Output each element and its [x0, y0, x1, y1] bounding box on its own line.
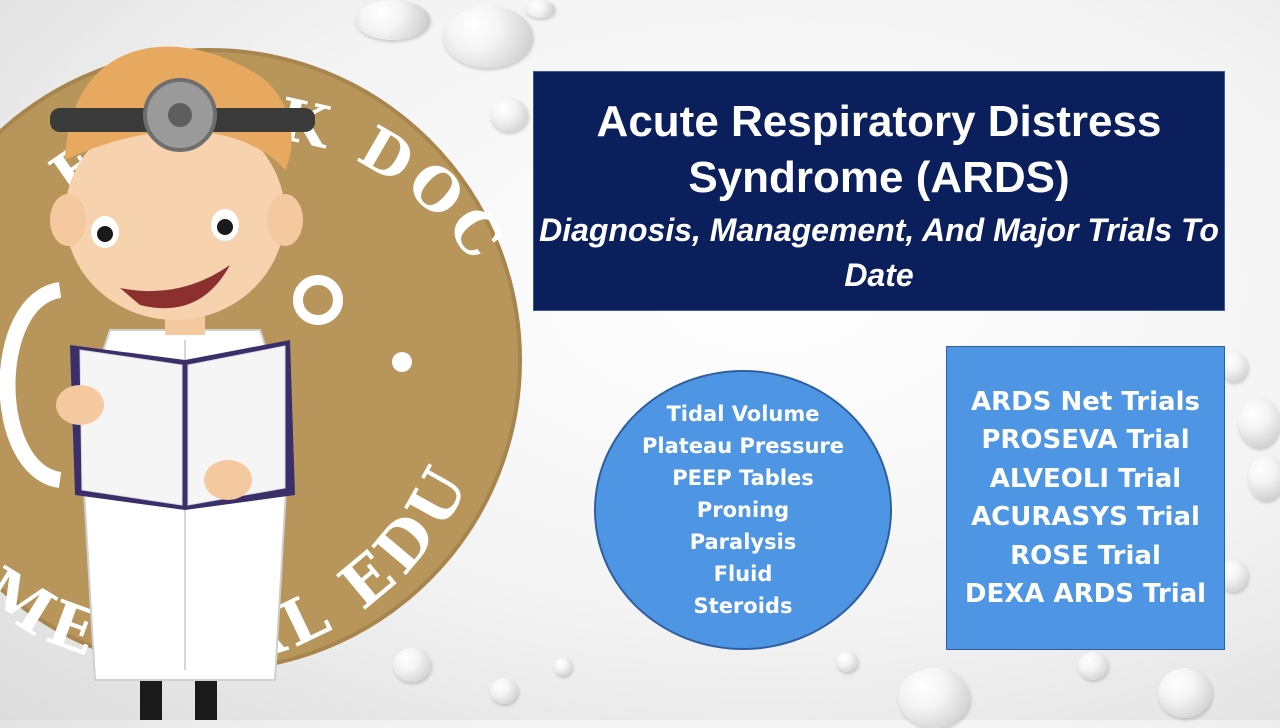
page-title: Acute Respiratory Distress Syndrome (ARD…: [596, 97, 1162, 202]
topics-circle: Tidal Volume Plateau Pressure PEEP Table…: [594, 370, 892, 650]
water-drop: [490, 98, 528, 132]
water-drop: [836, 652, 858, 672]
water-drop: [1248, 455, 1280, 501]
trial-item: ARDS Net Trials: [971, 386, 1200, 417]
trial-item: DEXA ARDS Trial: [964, 579, 1207, 609]
water-drop: [1158, 668, 1212, 718]
water-drop: [525, 0, 555, 18]
water-drop: [393, 648, 431, 682]
trial-item: ACURASYS Trial: [971, 502, 1200, 532]
trials-box: ARDS Net Trials PROSEVA Trial ALVEOLI Tr…: [946, 346, 1225, 650]
doctor-illustration: [50, 46, 315, 720]
topic-item: PEEP Tables: [672, 466, 814, 490]
trial-item: PROSEVA Trial: [981, 425, 1190, 455]
trial-item: ALVEOLI Trial: [989, 463, 1182, 494]
ebook-doctor-logo: EBOOK DOCTOR MEDICAL EDUCATION: [0, 0, 522, 720]
title-box: Acute Respiratory Distress Syndrome (ARD…: [533, 71, 1225, 311]
topic-item: Steroids: [693, 594, 793, 618]
stethoscope-icon: [0, 282, 62, 488]
water-drop: [898, 668, 970, 728]
topic-item: Proning: [696, 498, 790, 522]
trial-item: ROSE Trial: [1010, 540, 1161, 571]
water-drop: [1238, 398, 1280, 448]
page-subtitle: Diagnosis, Management, And Major Trials …: [539, 212, 1219, 293]
water-drop: [443, 6, 533, 68]
topic-item: Tidal Volume: [666, 402, 820, 426]
water-drop: [554, 658, 572, 676]
water-drop: [355, 0, 430, 40]
water-drop: [490, 678, 518, 704]
water-drop: [1078, 652, 1108, 680]
topic-item: Plateau Pressure: [641, 434, 844, 458]
topic-item: Fluid: [713, 562, 773, 586]
topic-item: Paralysis: [689, 530, 797, 554]
